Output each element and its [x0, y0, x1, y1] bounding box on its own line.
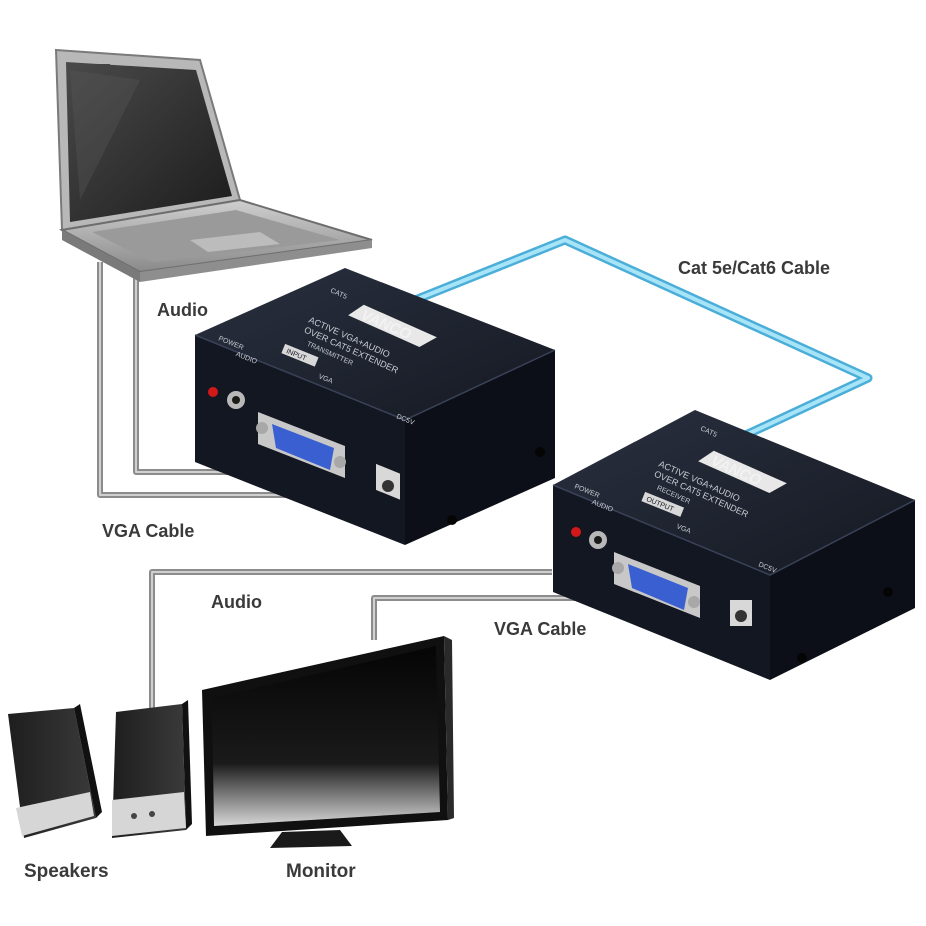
monitor — [202, 636, 454, 848]
speaker-left — [8, 704, 102, 838]
transmitter-power-led — [208, 387, 218, 397]
receiver-device: VANCO ACTIVE VGA+AUDIO OVER CAT5 EXTENDE… — [552, 410, 916, 680]
receiver-vga-connector — [612, 552, 700, 618]
speakers-caption: Speakers — [24, 861, 109, 882]
monitor-caption: Monitor — [286, 861, 356, 882]
audio-bottom-label: Audio — [211, 592, 262, 612]
output-vga-cable — [371, 595, 608, 640]
audio-top-label: Audio — [157, 300, 208, 320]
cat-cable — [413, 235, 873, 445]
output-audio-cable — [149, 569, 552, 712]
vga-top-label: VGA Cable — [102, 521, 194, 541]
transmitter-vga-connector — [256, 412, 346, 478]
cat-cable-label: Cat 5e/Cat6 Cable — [678, 258, 830, 278]
speakers — [8, 700, 192, 838]
speaker-right — [112, 700, 192, 838]
vga-bottom-label: VGA Cable — [494, 619, 586, 639]
transmitter-device: VANCO ACTIVE VGA+AUDIO OVER CAT5 EXTENDE… — [194, 268, 556, 545]
receiver-power-led — [571, 527, 581, 537]
laptop — [54, 48, 373, 282]
